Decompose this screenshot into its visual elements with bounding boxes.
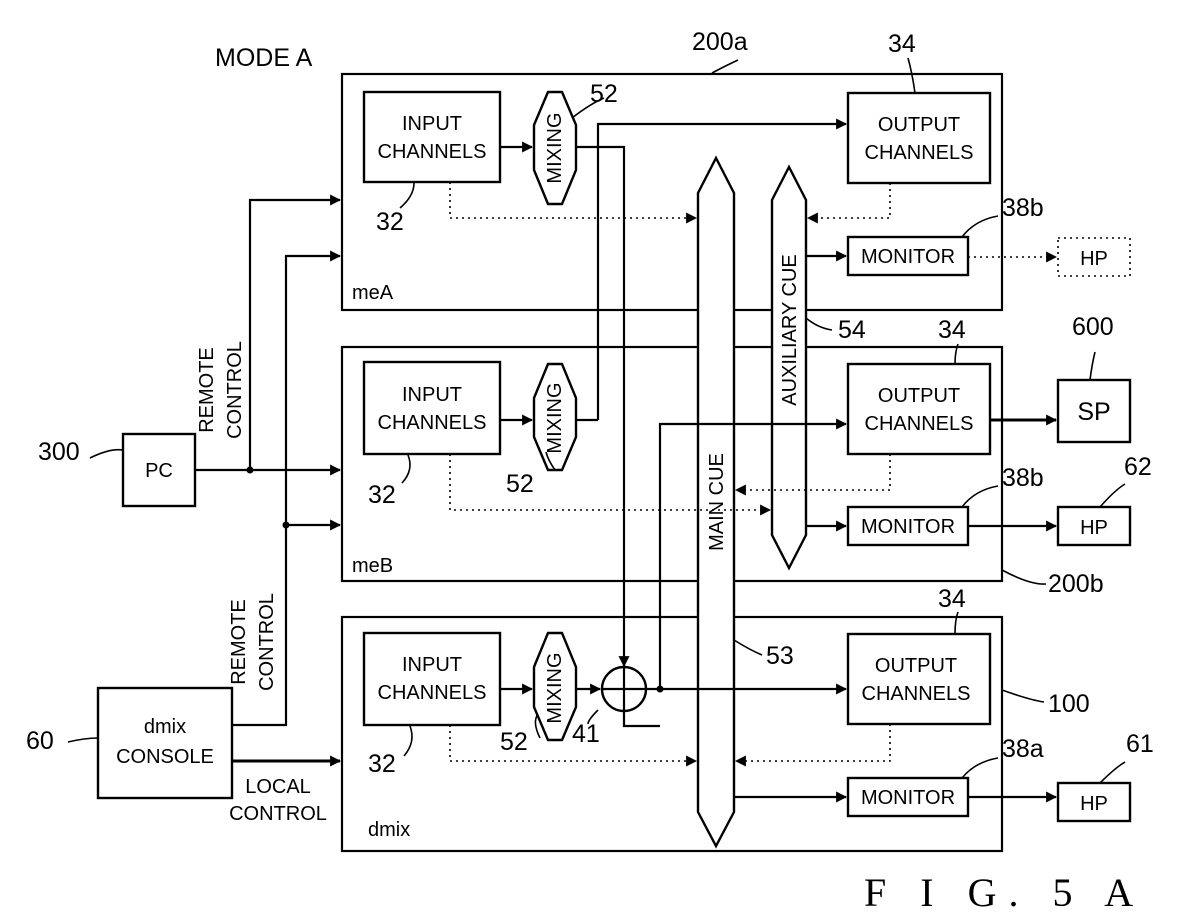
output-channels-mea: [848, 93, 990, 183]
output-label-dmix: OUTPUT: [875, 655, 957, 677]
ref-52-b: 52: [506, 470, 534, 498]
ref-34-b: 34: [938, 316, 966, 344]
mixing-label-dmix: MIXING: [544, 652, 566, 723]
local-control-label: CONTROL: [229, 803, 327, 825]
ref-38a: 38a: [1002, 735, 1044, 763]
control-label-console: CONTROL: [256, 593, 278, 691]
output-label-meb: OUTPUT: [878, 385, 960, 407]
remote-label-console: REMOTE: [228, 599, 250, 685]
channels-out-label-meb: CHANNELS: [865, 413, 974, 435]
figure-label: F I G. 5 A: [864, 870, 1145, 915]
input-label-mea: INPUT: [402, 113, 462, 135]
mixing-label-meb: MIXING: [544, 382, 566, 453]
console-box: [98, 688, 232, 798]
auxiliary-cue-label: AUXILIARY CUE: [779, 254, 801, 406]
ref-100: 100: [1048, 690, 1090, 718]
output-channels-meb: [848, 364, 990, 454]
ref-62: 62: [1124, 453, 1152, 481]
ref-60: 60: [26, 727, 54, 755]
engine-name-meb: meB: [352, 555, 393, 577]
adder-to-meb-output-line: [646, 424, 846, 689]
ref-34-c: 34: [938, 585, 966, 613]
channels-label-mea: CHANNELS: [378, 141, 487, 163]
engine-name-dmix: dmix: [368, 819, 410, 841]
diagram-title: MODE A: [215, 44, 313, 72]
ref-32-c: 32: [368, 750, 396, 778]
ref-53: 53: [766, 642, 794, 670]
local-label: LOCAL: [245, 776, 311, 798]
mixing-label-mea: MIXING: [544, 112, 566, 183]
ref-200b: 200b: [1048, 570, 1104, 598]
input-channels-meb: [364, 362, 500, 454]
hp-label-61: HP: [1080, 793, 1108, 815]
mea-to-adder-line: [576, 147, 624, 666]
pc-label: PC: [145, 460, 173, 482]
console-dmix-label: dmix: [144, 716, 186, 738]
channels-label-dmix: CHANNELS: [378, 682, 487, 704]
hp-label-62: HP: [1080, 517, 1108, 539]
ref-38b-a: 38b: [1002, 194, 1044, 222]
channels-out-label-dmix: CHANNELS: [862, 683, 971, 705]
monitor-label-mea: MONITOR: [861, 246, 955, 268]
ref-52-c: 52: [500, 728, 528, 756]
monitor-label-dmix: MONITOR: [861, 787, 955, 809]
hp-label-optional: HP: [1080, 248, 1108, 270]
input-channels-dmix: [364, 633, 500, 725]
ref-32-b: 32: [368, 481, 396, 509]
ref-32-a: 32: [376, 208, 404, 236]
control-label-pc: CONTROL: [224, 341, 246, 439]
ref-34-a: 34: [888, 30, 916, 58]
input-label-dmix: INPUT: [402, 654, 462, 676]
engine-name-mea: meA: [352, 282, 394, 304]
input-label-meb: INPUT: [402, 384, 462, 406]
ref-300: 300: [38, 438, 80, 466]
monitor-label-meb: MONITOR: [861, 516, 955, 538]
channels-label-meb: CHANNELS: [378, 412, 487, 434]
remote-label-pc: REMOTE: [196, 347, 218, 433]
ref-38b-b: 38b: [1002, 464, 1044, 492]
console-label: CONSOLE: [116, 746, 214, 768]
sp-label: SP: [1077, 398, 1110, 426]
leader-200a: [712, 60, 738, 73]
ref-61: 61: [1126, 730, 1154, 758]
ref-600: 600: [1072, 313, 1114, 341]
ref-200a: 200a: [692, 28, 748, 56]
output-label-mea: OUTPUT: [878, 114, 960, 136]
output-channels-dmix: [848, 634, 990, 724]
input-channels-mea: [364, 92, 500, 182]
ref-41: 41: [572, 720, 600, 748]
ref-54: 54: [838, 316, 866, 344]
main-cue-label: MAIN CUE: [706, 453, 728, 551]
channels-out-label-mea: CHANNELS: [865, 142, 974, 164]
ref-52-a: 52: [590, 80, 618, 108]
